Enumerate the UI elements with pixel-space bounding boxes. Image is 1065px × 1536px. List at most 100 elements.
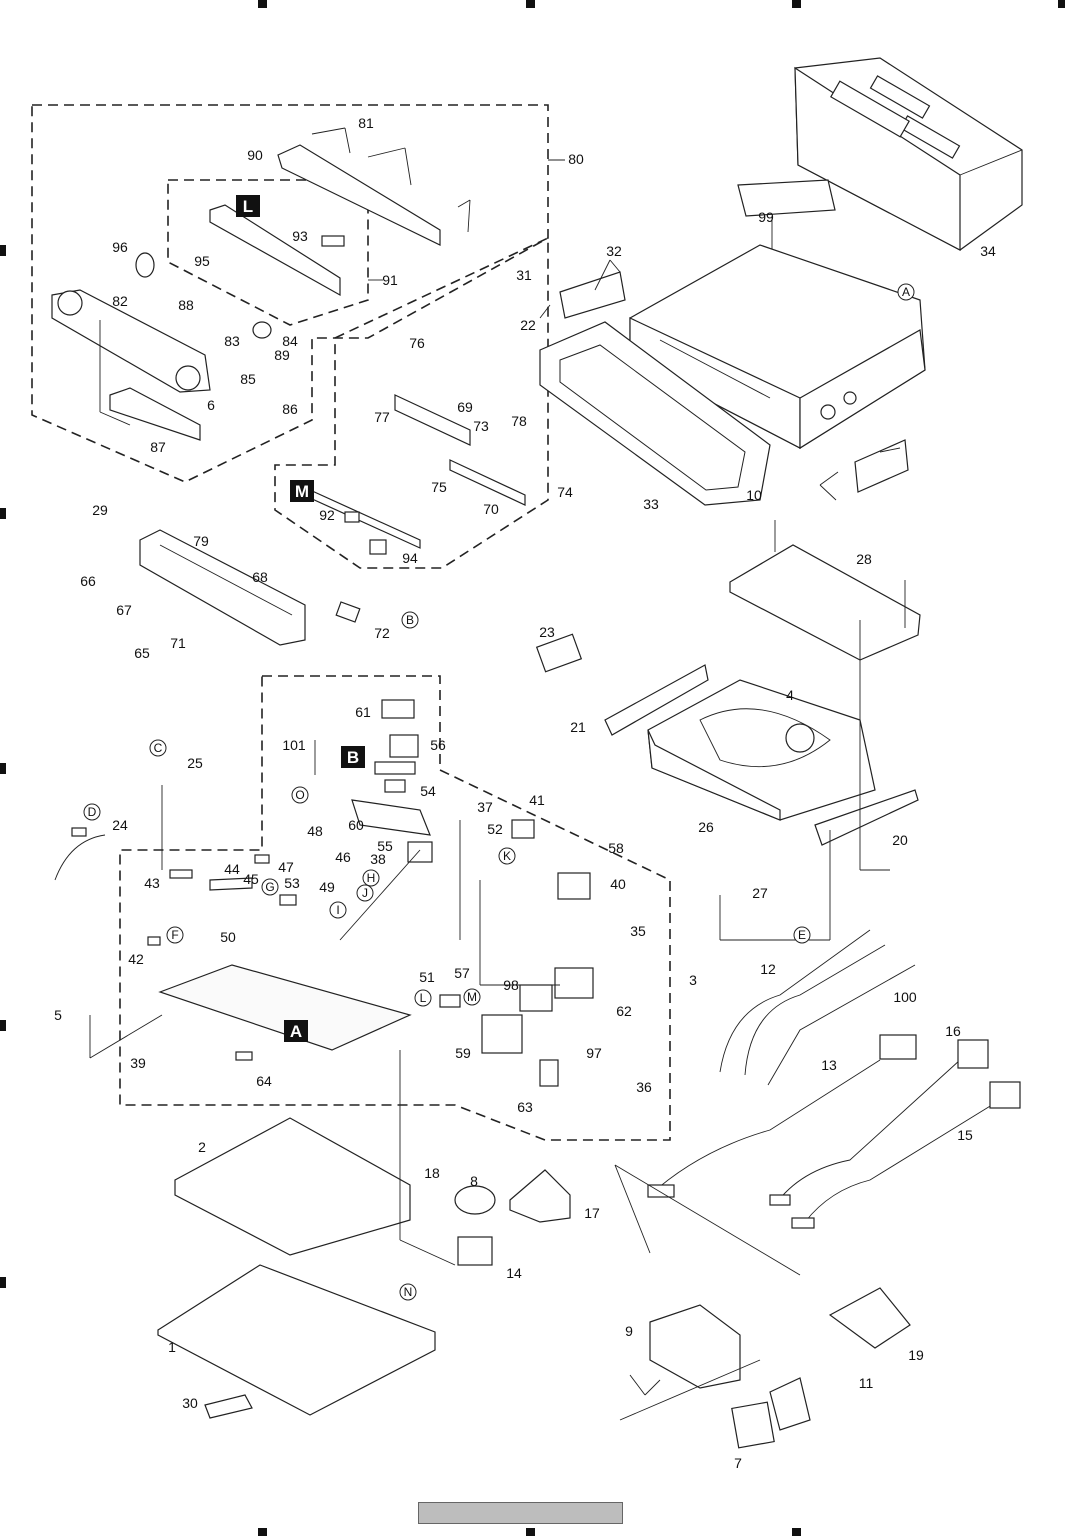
top-case <box>794 57 1023 251</box>
part-number: 59 <box>455 1045 471 1061</box>
part-number: 62 <box>616 1003 632 1019</box>
part-number: 46 <box>335 849 351 865</box>
part-number: 60 <box>348 817 364 833</box>
fan-8 <box>454 1185 496 1215</box>
part-number: 72 <box>374 625 390 641</box>
part-number: 20 <box>892 832 908 848</box>
part-number: 35 <box>630 923 646 939</box>
part-number: 91 <box>382 272 398 288</box>
part-number: 14 <box>506 1265 522 1281</box>
part-number: 90 <box>247 147 263 163</box>
part-number: 45 <box>243 871 259 887</box>
part-number: 69 <box>457 399 473 415</box>
connection-letter: E <box>798 928 806 942</box>
sheet-23 <box>535 633 583 673</box>
part-number: 52 <box>487 821 503 837</box>
section-label-b: B <box>347 748 359 767</box>
part-number: 70 <box>483 501 499 517</box>
part-number: 28 <box>856 551 872 567</box>
part-number: 47 <box>278 859 294 875</box>
part-number: 97 <box>586 1045 602 1061</box>
connection-letter: N <box>404 1285 413 1299</box>
connection-letter: D <box>88 805 97 819</box>
connection-letter: G <box>265 880 274 894</box>
connection-markers: A B C D E F G H I J K L M N O <box>83 283 915 1301</box>
connection-letter: A <box>902 285 910 299</box>
part-number: 78 <box>511 413 527 429</box>
part-number: 38 <box>370 851 386 867</box>
part-number: 100 <box>893 989 917 1005</box>
part-number: 53 <box>284 875 300 891</box>
part-number: 58 <box>608 840 624 856</box>
part-number: 41 <box>529 792 545 808</box>
part-number: 22 <box>520 317 536 333</box>
part-number: 44 <box>224 861 240 877</box>
part-number: 3 <box>689 972 697 988</box>
part-number: 32 <box>606 243 622 259</box>
bracket-19 <box>828 1287 911 1349</box>
connection-letter: L <box>420 991 427 1005</box>
part-number: 27 <box>752 885 768 901</box>
cables <box>54 827 1021 1229</box>
part-number: 42 <box>128 951 144 967</box>
part-number: 12 <box>760 961 776 977</box>
bracket-30 <box>204 1394 253 1419</box>
part-number: 56 <box>430 737 446 753</box>
group-80-outline <box>31 104 549 483</box>
section-labels: L M B A <box>236 195 365 1042</box>
bracket-right <box>769 1377 811 1431</box>
bracket-32-upper <box>559 271 626 319</box>
part-number: 101 <box>282 737 306 753</box>
part-number: 4 <box>786 687 794 703</box>
part-number: 77 <box>374 409 390 425</box>
bracket-32-lower <box>854 439 909 493</box>
leader-lines <box>89 127 901 1421</box>
part-number: 81 <box>358 115 374 131</box>
part-number: 51 <box>419 969 435 985</box>
part-number: 71 <box>170 635 186 651</box>
group-L-outline <box>167 179 369 326</box>
part-number: 50 <box>220 929 236 945</box>
part-number: 40 <box>610 876 626 892</box>
part-number: 88 <box>178 297 194 313</box>
part-number-labels: 1 2 3 4 5 6 7 8 9 10 11 12 13 14 15 16 1… <box>54 115 996 1471</box>
part-number: 17 <box>584 1205 600 1221</box>
section-label-a: A <box>290 1022 302 1041</box>
part-number: 55 <box>377 838 393 854</box>
part-number: 19 <box>908 1347 924 1363</box>
part-number: 34 <box>980 243 996 259</box>
connection-letter: I <box>336 903 339 917</box>
part-number: 6 <box>207 397 215 413</box>
bracket-21 <box>604 664 709 736</box>
cd-mechanism <box>647 679 876 821</box>
part-number: 29 <box>92 502 108 518</box>
part-number: 1 <box>168 1339 176 1355</box>
part-number: 13 <box>821 1057 837 1073</box>
part-number: 80 <box>568 151 584 167</box>
connection-letter: F <box>171 928 178 942</box>
front-panel-assembly <box>51 144 441 441</box>
part-number: 10 <box>746 487 762 503</box>
part-number: 68 <box>252 569 268 585</box>
connection-letter: J <box>362 886 368 900</box>
bracket-14 <box>457 1236 493 1266</box>
part-number: 86 <box>282 401 298 417</box>
bracket-20 <box>814 789 919 846</box>
part-number: 43 <box>144 875 160 891</box>
label-sheet-99 <box>737 179 836 217</box>
part-number: 94 <box>402 550 418 566</box>
connection-letter: M <box>467 990 477 1004</box>
group-3-outline <box>119 675 671 1141</box>
part-number: 87 <box>150 439 166 455</box>
part-number: 67 <box>116 602 132 618</box>
shield-plate-28 <box>729 544 921 661</box>
part-number: 96 <box>112 239 128 255</box>
part-number: 8 <box>470 1173 478 1189</box>
part-number: 26 <box>698 819 714 835</box>
part-number: 95 <box>194 253 210 269</box>
main-pcb-a <box>147 819 594 1087</box>
part-number: 48 <box>307 823 323 839</box>
connection-letter: K <box>503 849 511 863</box>
